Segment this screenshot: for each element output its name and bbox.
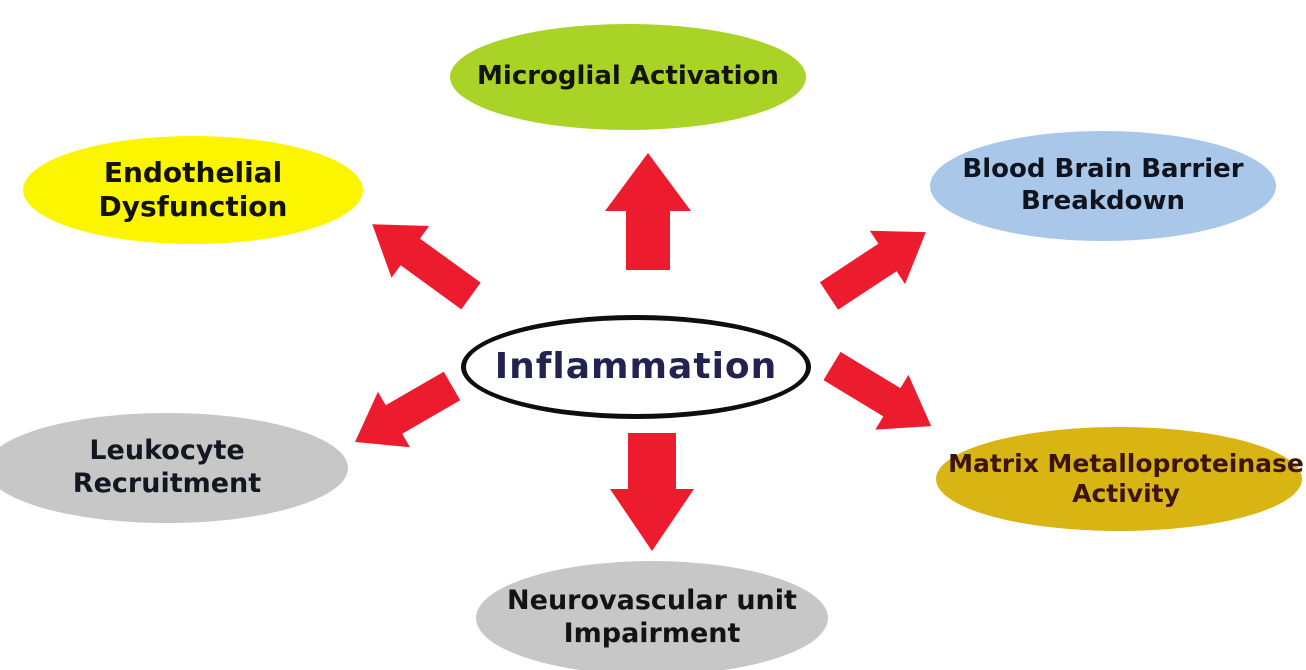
node-label-line: Dysfunction	[98, 190, 288, 223]
node-leukocyte-recruitment: Leukocyte Recruitment	[0, 413, 348, 523]
node-microglial-activation: Microglial Activation	[450, 24, 806, 130]
node-inflammation-center: Inflammation	[461, 315, 811, 419]
arrow-upper-right-icon	[819, 230, 926, 310]
node-matrix-metalloproteinase-activity: Matrix Metalloproteinase Activity	[936, 427, 1304, 531]
node-label-line: Breakdown	[1020, 186, 1186, 216]
node-label-line: Blood Brain Barrier	[962, 154, 1244, 185]
node-neurovascular-unit-impairment: Neurovascular unit Impairment	[476, 561, 828, 670]
arrow-lower-right-icon	[823, 351, 932, 430]
node-label-line: Leukocyte	[89, 435, 245, 467]
arrow-upper-left-icon	[372, 224, 481, 310]
node-label-line: Matrix Metalloproteinase	[948, 448, 1304, 478]
node-label-line: Microglial Activation	[477, 61, 779, 92]
node-label-line: Recruitment	[72, 468, 262, 499]
arrow-lower-left-icon	[355, 371, 461, 448]
node-endothelial-dysfunction: Endothelial Dysfunction	[23, 136, 363, 244]
arrow-up-icon	[605, 153, 691, 270]
node-blood-brain-barrier-breakdown: Blood Brain Barrier Breakdown	[930, 131, 1276, 241]
node-label-line: Neurovascular unit	[507, 585, 797, 617]
node-label-line: Activity	[1072, 479, 1180, 508]
arrow-down-icon	[610, 433, 694, 551]
node-label-line: Endothelial	[103, 155, 283, 189]
node-label-line: Impairment	[563, 618, 741, 649]
center-label: Inflammation	[494, 346, 778, 388]
